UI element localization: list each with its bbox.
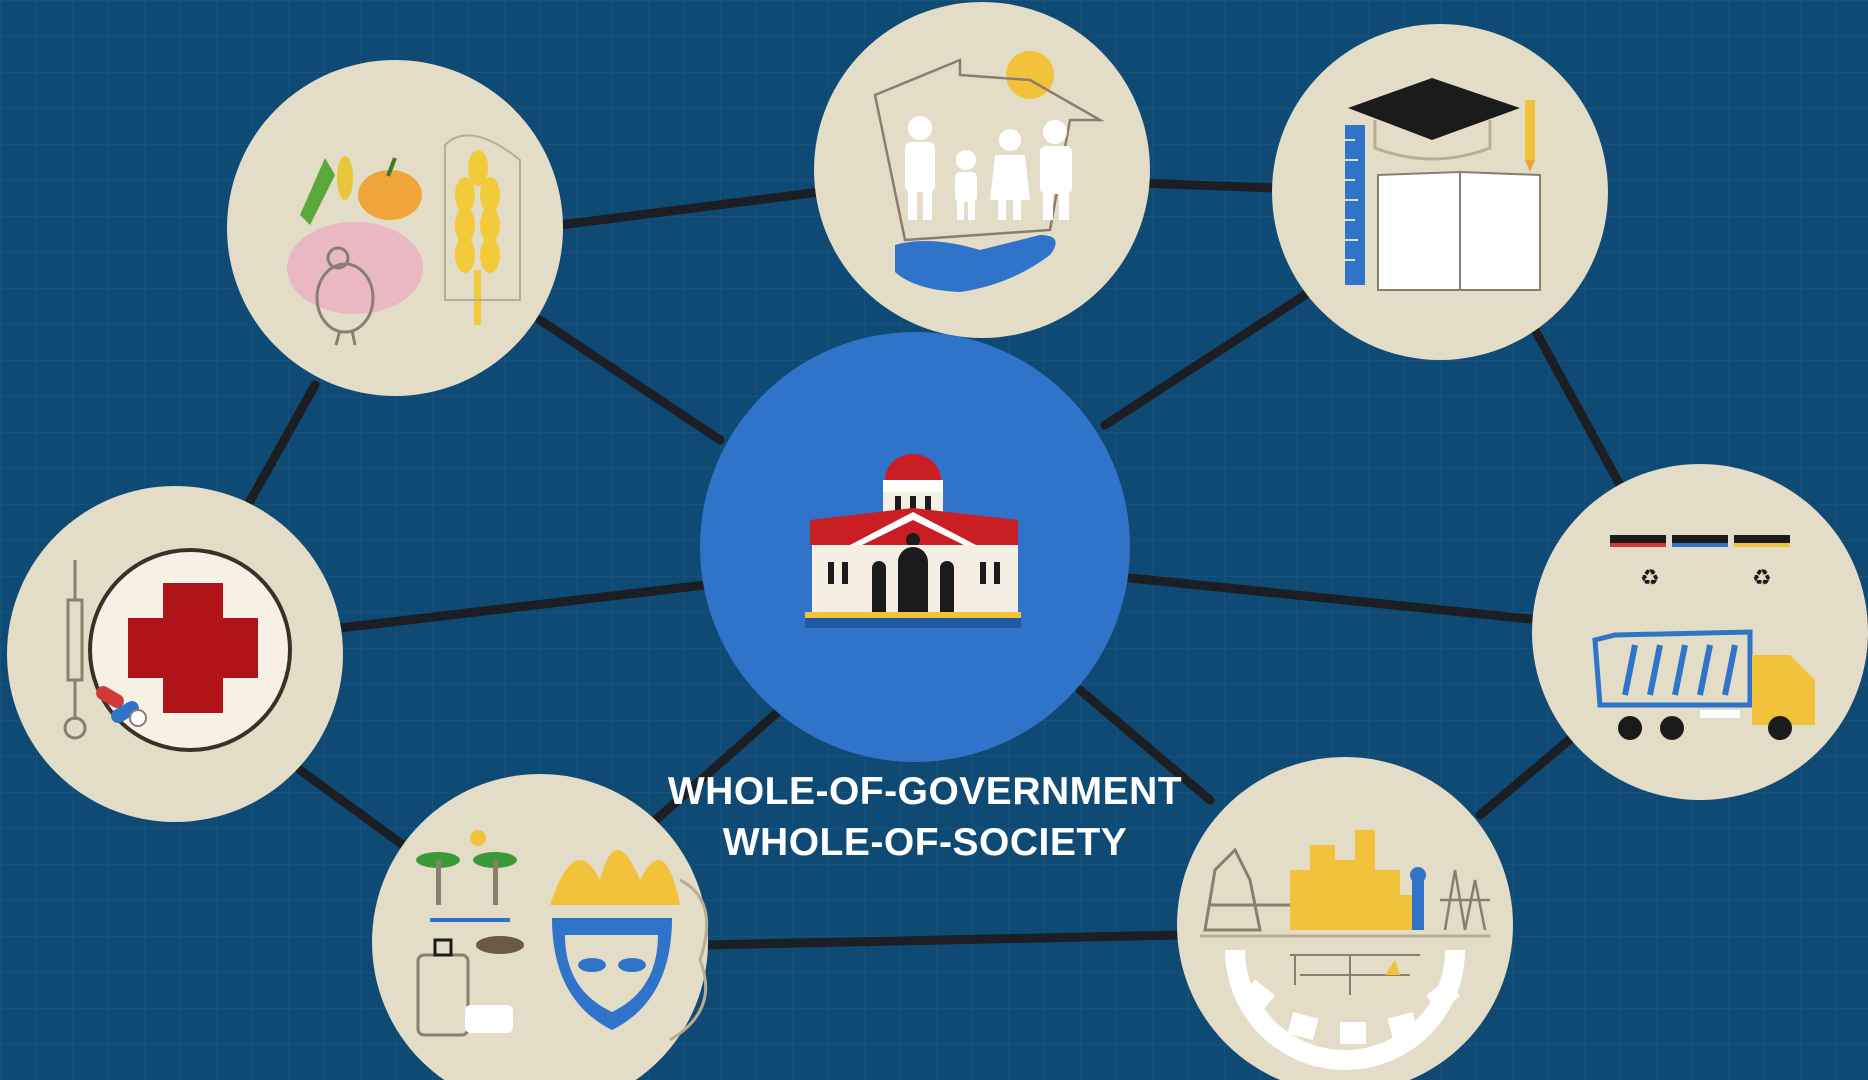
connector-environment-infra [1475, 730, 1580, 820]
health-cross-icon [63, 548, 292, 752]
node-education [1272, 24, 1608, 360]
node-environment: ♻ ♻ [1532, 464, 1868, 800]
connector-hub-infra [1075, 685, 1215, 805]
connector-education-environment [1530, 325, 1625, 490]
connector-health-hub [335, 580, 710, 633]
node-agriculture [227, 60, 563, 396]
connector-agri-welfare [555, 187, 825, 230]
connector-education-hub [1100, 290, 1310, 430]
hub-government [700, 332, 1130, 762]
connector-hub-tourism [645, 705, 785, 830]
tourism-festival-icon [416, 830, 709, 1042]
caption-line-2: WHOLE-OF-SOCIETY [722, 821, 1128, 864]
family-welfare-icon [873, 51, 1105, 292]
government-building-icon [805, 454, 1021, 628]
connectors [240, 178, 1625, 950]
svg-text:♻: ♻ [1752, 566, 1772, 591]
caption-line-1: WHOLE-OF-GOVERNMENT [667, 770, 1183, 813]
connector-agri-hub [535, 315, 725, 445]
education-icon [1345, 78, 1541, 291]
connector-welfare-education [1135, 178, 1280, 193]
node-infrastructure-industry [1177, 757, 1513, 1080]
svg-text:♻: ♻ [1640, 566, 1660, 591]
node-social-welfare [814, 2, 1150, 338]
node-health [7, 486, 343, 822]
connector-tourism-infra [700, 930, 1185, 950]
connector-hub-environment [1125, 573, 1545, 625]
connector-agri-health [240, 380, 320, 515]
diagram-caption: WHOLE-OF-GOVERNMENT WHOLE-OF-SOCIETY [560, 766, 1290, 868]
infrastructure-gear-icon [1200, 830, 1490, 1070]
agriculture-icon [287, 134, 521, 346]
node-tourism-culture [372, 774, 709, 1080]
connector-health-tourism [295, 765, 415, 855]
garbage-truck-icon: ♻ ♻ [1592, 535, 1815, 740]
